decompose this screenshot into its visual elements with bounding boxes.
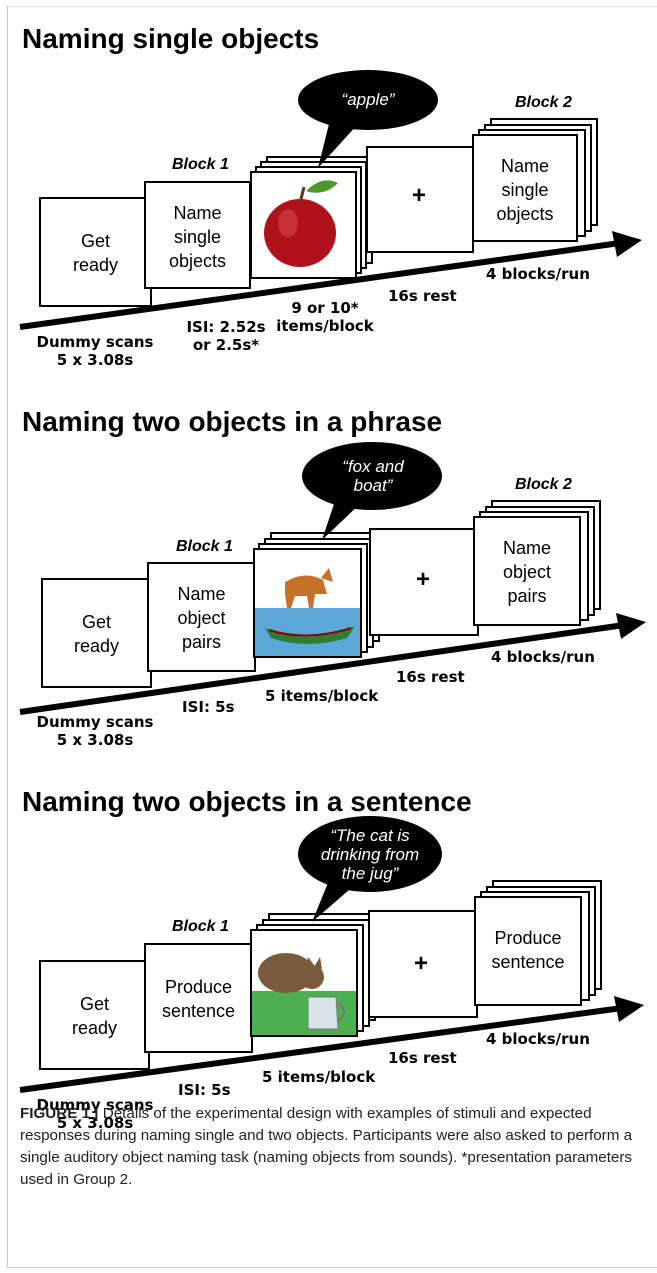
figure-caption: FIGURE 1 | Details of the experimental d…: [20, 1103, 640, 1191]
caption-text: Details of the experimental design with …: [20, 1105, 633, 1188]
isi-alt-value: or 2.5s*: [192, 336, 260, 354]
panel-single-objects: Naming single objects Get ready Block 1 …: [0, 0, 657, 380]
blocks-per-run-label: 4 blocks/run: [486, 1030, 590, 1048]
isi-label: ISI: 2.52s or 2.5s*: [176, 318, 276, 354]
timeline-arrow: [19, 231, 642, 330]
instruction-card: Name single objects: [144, 181, 251, 289]
panel-title: Naming two objects in a phrase: [22, 406, 443, 437]
rest-label: 16s rest: [388, 287, 457, 305]
panel-title: Naming two objects in a sentence: [22, 786, 472, 817]
block-2-label: Block 2: [515, 94, 572, 111]
dummy-scans: Dummy scans: [36, 1096, 154, 1114]
instruction-label: Name single objects: [168, 203, 227, 271]
fixation-card: +: [366, 146, 474, 253]
panel-object-phrase: Naming two objects in a phrase Get ready…: [19, 406, 646, 749]
fixation-cross: +: [416, 566, 431, 593]
block-2-instruction: Produce sentence: [491, 928, 565, 972]
items-label: 9 or 10* items/block: [265, 299, 385, 335]
isi-value: ISI: 2.52s: [186, 318, 266, 336]
block-2-label: Block 2: [515, 476, 572, 493]
timeline-arrow: [19, 613, 646, 715]
get-ready-card: Get ready: [41, 578, 152, 688]
dummy-scans-count: 5 x 3.08s: [56, 731, 134, 749]
blocks-per-run-label: 4 blocks/run: [486, 265, 590, 283]
instruction-label: Produce sentence: [161, 977, 236, 1021]
fixation-card: +: [368, 910, 478, 1018]
dummy-scans-label: Dummy scans 5 x 3.08s: [25, 713, 165, 749]
block-2-card: Produce sentence: [474, 896, 582, 1006]
items-unit: items/block: [276, 317, 374, 335]
dummy-scans: Dummy scans: [36, 713, 154, 731]
stimulus-card: [250, 929, 358, 1037]
figure-frame: [7, 6, 657, 1268]
block-2-card: Name single objects: [472, 134, 578, 242]
blocks-per-run-label: 4 blocks/run: [491, 648, 595, 666]
isi-label: ISI: 5s: [178, 1081, 231, 1099]
dummy-scans-count: 5 x 3.08s: [56, 1114, 134, 1132]
speech-response: “The cat is drinking from the jug”: [320, 826, 420, 883]
get-ready-label: Get ready: [71, 994, 118, 1038]
apple-icon: [264, 180, 338, 267]
dummy-scans: Dummy scans: [36, 333, 154, 351]
panel-sentence: Naming two objects in a sentence Get rea…: [19, 786, 644, 1132]
fixation-card: +: [369, 528, 479, 636]
items-label: 5 items/block: [262, 1068, 376, 1086]
block-1-label: Block 1: [172, 156, 229, 173]
fox-boat-icon: [255, 568, 360, 656]
timeline-arrow: [19, 996, 644, 1093]
speech-response: “apple”: [341, 90, 395, 109]
block-1-label: Block 1: [176, 538, 233, 555]
fixation-cross: +: [412, 182, 427, 209]
rest-label: 16s rest: [396, 668, 465, 686]
get-ready-card: Get ready: [39, 197, 152, 307]
items-value: 9 or 10*: [291, 299, 359, 317]
block-2-instruction: Name object pairs: [502, 538, 552, 606]
cat-jug-icon: [252, 953, 356, 1035]
speech-bubble: [298, 816, 442, 922]
isi-label: ISI: 5s: [182, 698, 235, 716]
items-label: 5 items/block: [265, 687, 379, 705]
caption-label: FIGURE 1 |: [20, 1105, 99, 1122]
fixation-cross: +: [414, 950, 429, 977]
get-ready-card: Get ready: [39, 960, 150, 1070]
dummy-scans-label: Dummy scans 5 x 3.08s: [25, 1096, 165, 1132]
get-ready-label: Get ready: [73, 612, 120, 656]
block-2-instruction: Name single objects: [496, 156, 554, 224]
block-1-label: Block 1: [172, 918, 229, 935]
speech-response: “fox and boat”: [342, 457, 404, 495]
block-2-card: Name object pairs: [473, 516, 581, 626]
instruction-card: Produce sentence: [144, 943, 253, 1053]
panel-title: Naming single objects: [22, 23, 320, 54]
get-ready-label: Get ready: [72, 231, 119, 275]
rest-label: 16s rest: [388, 1049, 457, 1067]
instruction-label: Name object pairs: [177, 584, 226, 652]
instruction-card: Name object pairs: [147, 562, 256, 672]
dummy-scans-count: 5 x 3.08s: [56, 351, 134, 369]
stimulus-card: [253, 548, 362, 658]
stimulus-card: [250, 171, 357, 279]
dummy-scans-label: Dummy scans 5 x 3.08s: [25, 333, 165, 369]
speech-bubble: [302, 442, 442, 540]
speech-bubble: [298, 70, 438, 168]
